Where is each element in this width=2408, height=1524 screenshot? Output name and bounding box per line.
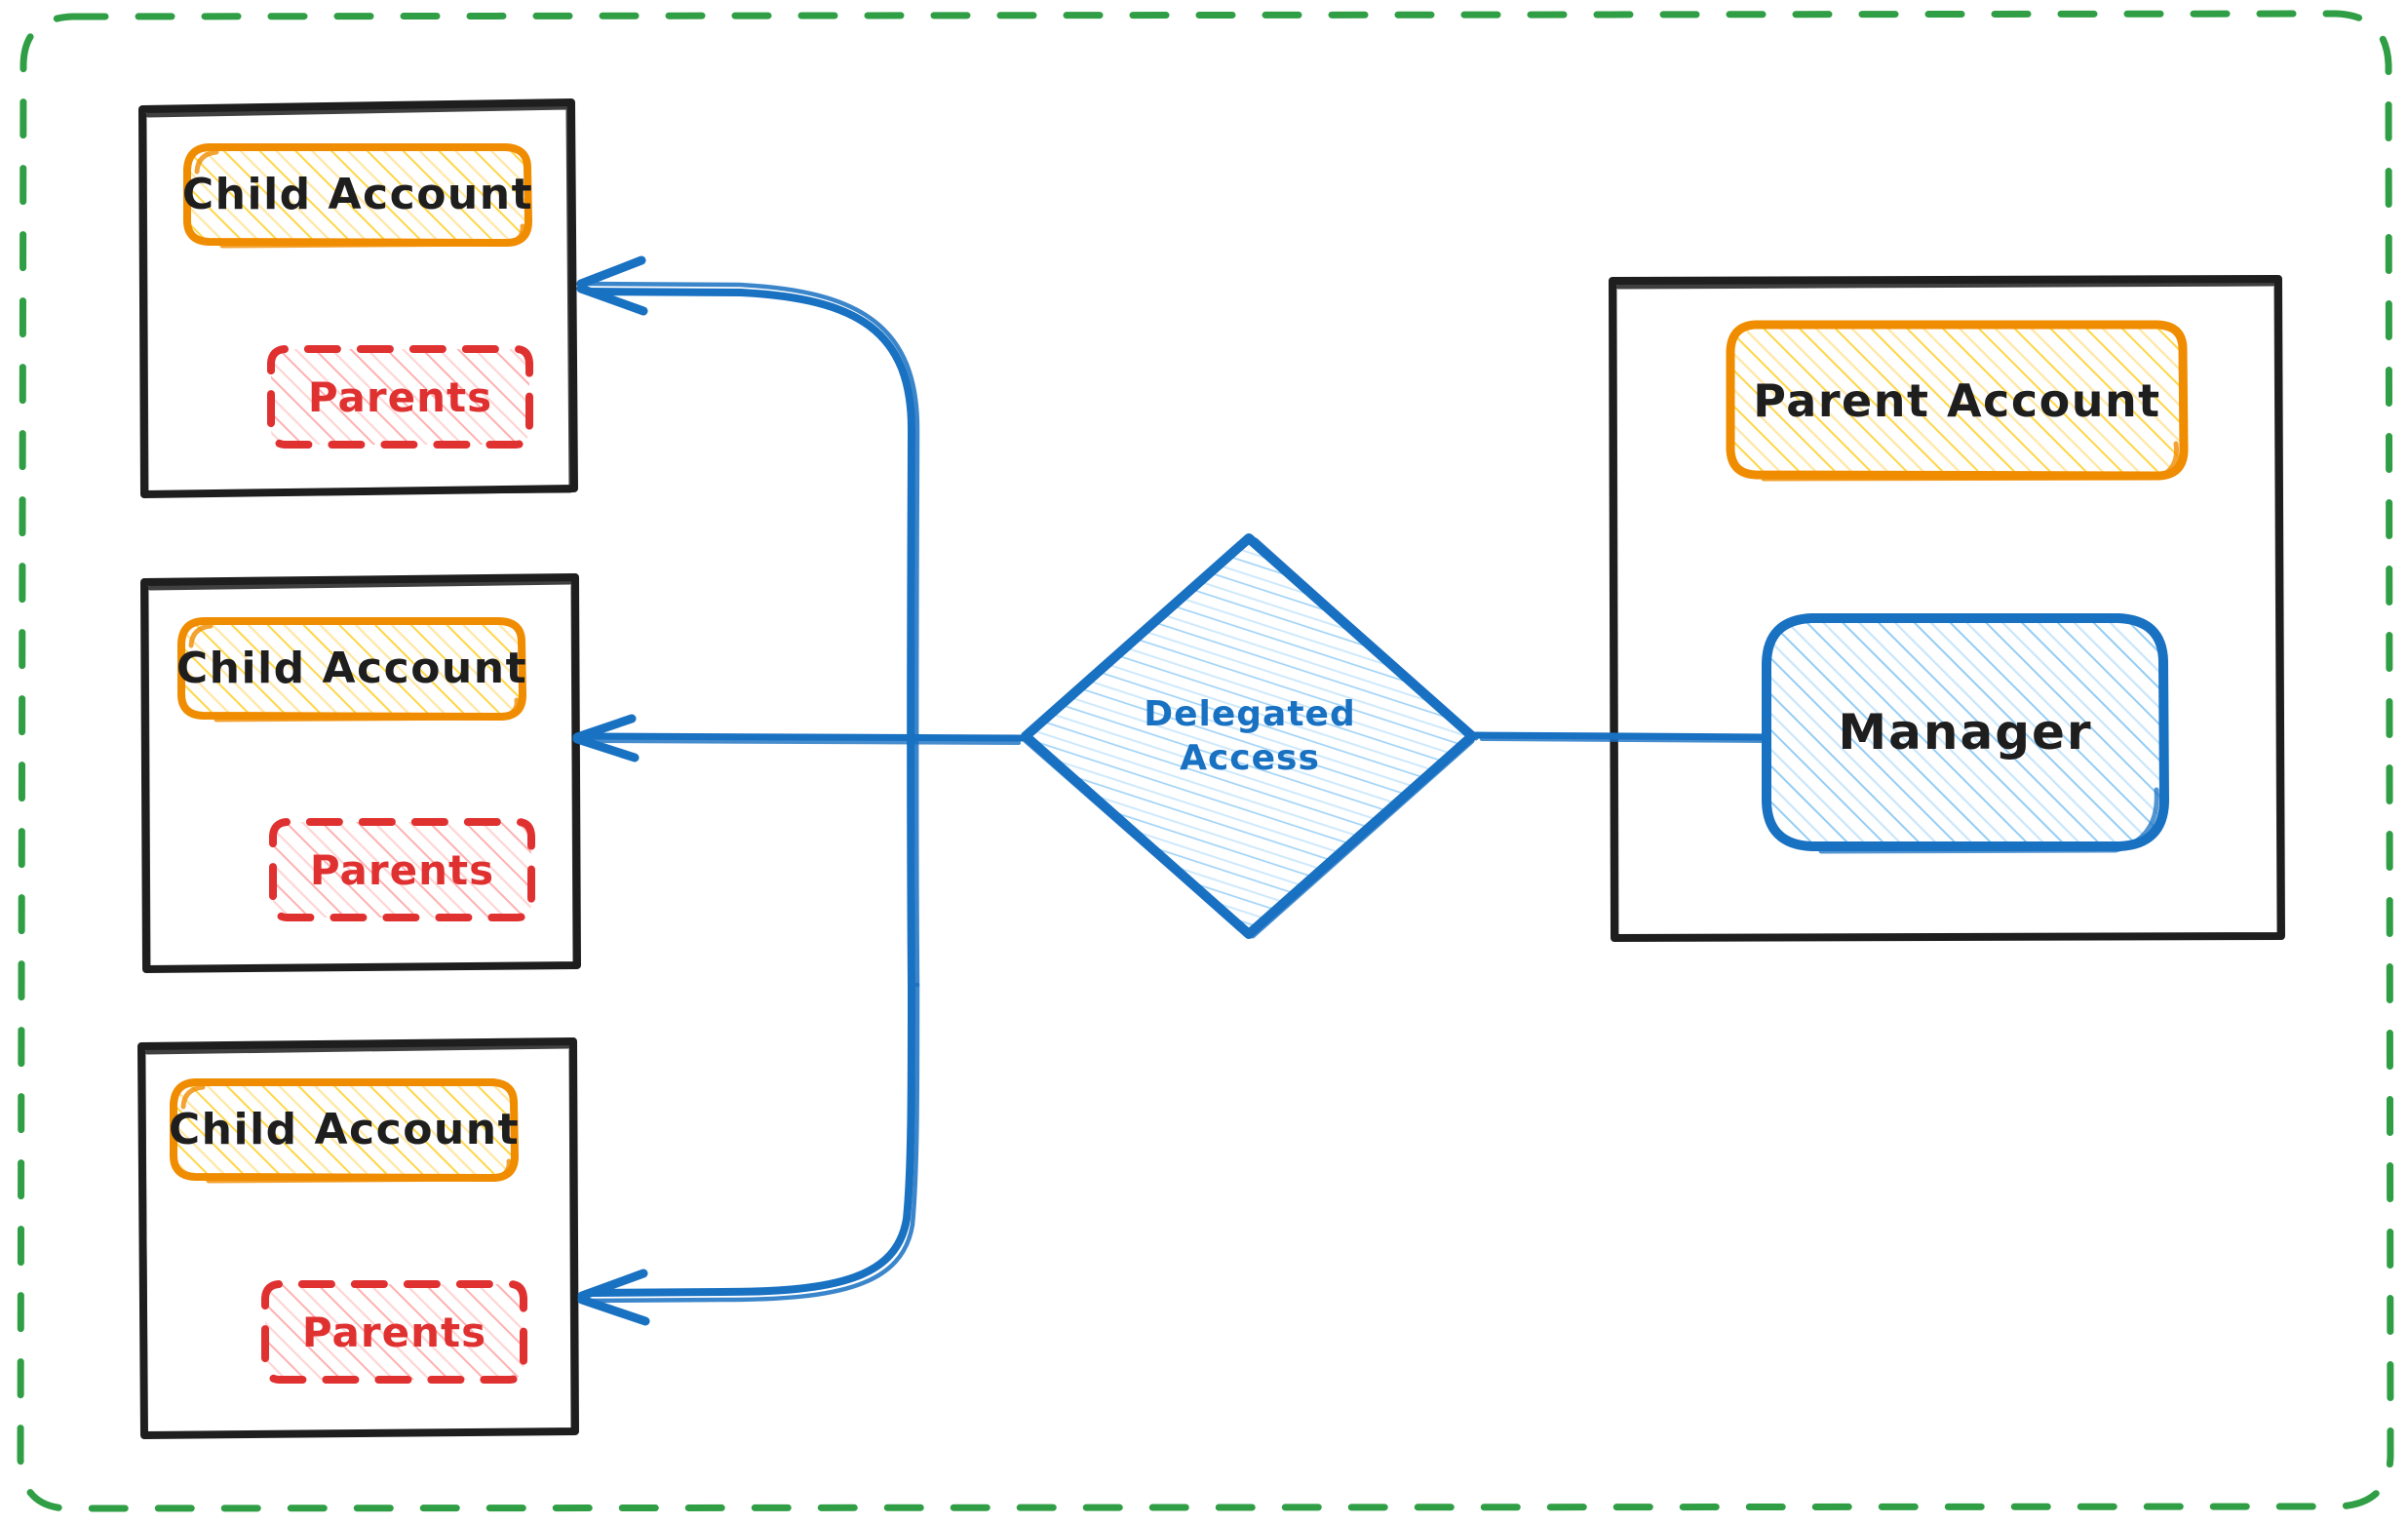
delegated-access-node[interactable] bbox=[1014, 527, 1492, 946]
parents-chip-2[interactable] bbox=[269, 818, 535, 921]
parents-chip-3[interactable] bbox=[261, 1280, 527, 1384]
parents-chip-1[interactable] bbox=[267, 345, 533, 449]
connector-manager-to-delegated-access bbox=[1471, 731, 1770, 743]
child-account-chip-3[interactable] bbox=[170, 1078, 519, 1184]
child-account-chip-1[interactable] bbox=[183, 143, 532, 249]
manager-chip[interactable] bbox=[1762, 613, 2169, 854]
connector-delegated-access-to-child-1 bbox=[576, 255, 920, 989]
parent-account-chip[interactable] bbox=[1726, 320, 2189, 482]
connector-delegated-access-to-child-3 bbox=[577, 981, 920, 1326]
connector-delegated-access-to-child-2 bbox=[572, 714, 1026, 762]
child-account-chip-2[interactable] bbox=[177, 617, 526, 723]
organization-boundary bbox=[17, 10, 2394, 1512]
